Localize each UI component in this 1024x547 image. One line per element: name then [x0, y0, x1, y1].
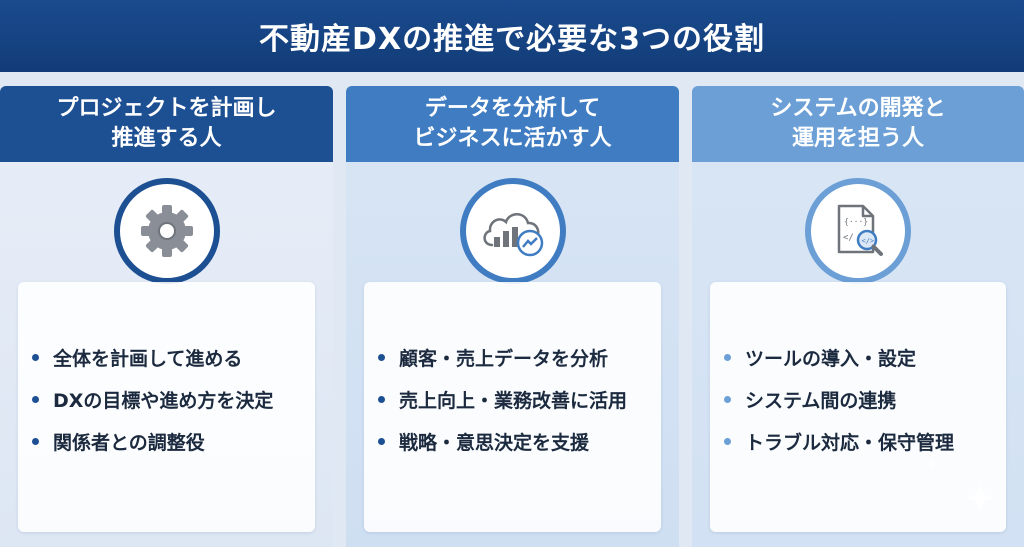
responsibility-list: ツールの導入・設定 システム間の連携 トラブル対応・保守管理 — [724, 336, 1006, 462]
column-header-line1: データを分析して — [424, 96, 601, 121]
role-column-data-analyst: データを分析して ビジネスに活かす人 顧客・売上データを分析 売上向上・業務改善… — [346, 86, 679, 547]
bullet-icon — [32, 437, 39, 445]
code-document-search-icon: {···} </ </> — [805, 178, 911, 284]
list-item-label: DXの目標や進め方を決定 — [53, 389, 274, 412]
cloud-chart-icon — [459, 178, 566, 284]
sparkle-icon — [924, 456, 940, 472]
list-item-label: 顧客・売上データを分析 — [399, 347, 609, 370]
column-header: システムの開発と 運用を担う人 — [692, 86, 1024, 162]
list-item: 売上向上・業務改善に活用 — [378, 378, 661, 420]
list-item: 関係者との調整役 — [32, 420, 315, 462]
list-item-label: 関係者との調整役 — [53, 431, 205, 454]
sparkle-icon — [964, 482, 996, 514]
column-header-line1: システムの開発と — [770, 96, 946, 121]
bullet-icon — [724, 437, 731, 445]
role-column-project-manager: プロジェクトを計画し 推進する人 全体を計画して進める DXの目標や進め方を決定… — [0, 86, 333, 547]
bullet-icon — [724, 395, 731, 403]
responsibility-list: 全体を計画して進める DXの目標や進め方を決定 関係者との調整役 — [32, 336, 315, 462]
column-header-line2: 推進する人 — [111, 126, 222, 151]
role-card: 全体を計画して進める DXの目標や進め方を決定 関係者との調整役 — [18, 282, 315, 532]
list-item: ツールの導入・設定 — [724, 336, 1006, 378]
title-bar: 不動産DXの推進で必要な3つの役割 — [0, 0, 1024, 72]
gear-icon — [113, 178, 220, 284]
bullet-icon — [378, 437, 385, 445]
column-header: プロジェクトを計画し 推進する人 — [0, 86, 333, 162]
list-item: DXの目標や進め方を決定 — [32, 378, 315, 420]
list-item: トラブル対応・保守管理 — [724, 420, 1006, 462]
column-header-line2: ビジネスに活かす人 — [413, 126, 612, 151]
bullet-icon — [378, 395, 385, 403]
role-column-system-engineer: システムの開発と 運用を担う人 {···} </ </> ツールの導入・設定 シ… — [692, 86, 1024, 547]
list-item-label: トラブル対応・保守管理 — [745, 431, 955, 454]
list-item-label: 戦略・意思決定を支援 — [399, 431, 590, 454]
list-item-label: ツールの導入・設定 — [745, 347, 917, 370]
role-card: 顧客・売上データを分析 売上向上・業務改善に活用 戦略・意思決定を支援 — [364, 282, 661, 532]
bullet-icon — [32, 353, 39, 361]
role-card: ツールの導入・設定 システム間の連携 トラブル対応・保守管理 — [710, 282, 1006, 532]
page-title: 不動産DXの推進で必要な3つの役割 — [259, 22, 765, 57]
svg-text:{···}: {···} — [844, 217, 868, 226]
list-item: 戦略・意思決定を支援 — [378, 420, 661, 462]
list-item: 全体を計画して進める — [32, 336, 315, 378]
list-item: 顧客・売上データを分析 — [378, 336, 661, 378]
responsibility-list: 顧客・売上データを分析 売上向上・業務改善に活用 戦略・意思決定を支援 — [378, 336, 661, 462]
list-item-label: 全体を計画して進める — [53, 347, 243, 370]
list-item: システム間の連携 — [724, 378, 1006, 420]
list-item-label: システム間の連携 — [745, 389, 897, 412]
svg-text:</: </ — [843, 233, 854, 243]
column-header: データを分析して ビジネスに活かす人 — [346, 86, 679, 162]
list-item-label: 売上向上・業務改善に活用 — [399, 389, 628, 412]
column-header-line2: 運用を担う人 — [791, 126, 924, 151]
column-header-line1: プロジェクトを計画し — [56, 96, 277, 121]
bullet-icon — [378, 353, 385, 361]
svg-text:</>: </> — [862, 237, 875, 245]
bullet-icon — [724, 353, 731, 361]
bullet-icon — [32, 395, 39, 403]
